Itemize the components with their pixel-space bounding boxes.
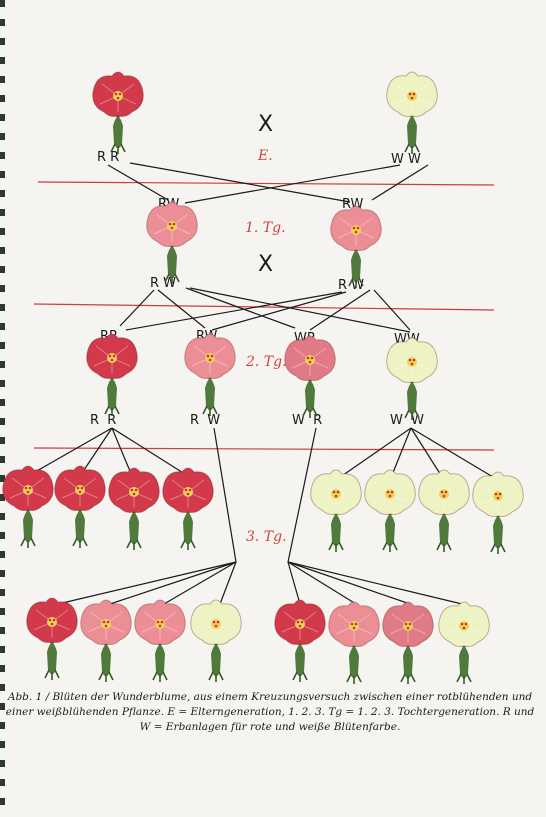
generation-separators (33, 181, 495, 451)
f1-right-alleles: R W (338, 278, 364, 293)
figure-caption: Abb. 1 / Blüten der Wunderblume, aus ein… (0, 690, 540, 735)
generation-label-first: 1. Tg. (245, 220, 286, 236)
caption-line-1: Abb. 1 / Blüten der Wunderblume, aus ein… (7, 691, 533, 703)
flower-f3-rw-red (25, 596, 79, 682)
flower-f3-wr-red (273, 598, 327, 684)
flower-f3-rw-pink-2 (133, 598, 187, 684)
flower-f3-red-2 (53, 464, 107, 550)
cross-symbol-parents: X (258, 112, 273, 137)
f2-alleles-ww: W W (390, 413, 424, 428)
flower-f3-white-2 (363, 468, 417, 554)
flower-f3-rw-white (189, 598, 243, 684)
flower-parent-white (385, 70, 439, 156)
flower-f3-white-4 (471, 470, 525, 556)
flower-f3-wr-pink-1 (327, 600, 381, 686)
generation-label-third: 3. Tg. (246, 529, 287, 545)
f1-left-alleles: R W (150, 276, 176, 291)
connection-lines (27, 162, 499, 605)
flower-f3-red-1 (1, 464, 55, 550)
flower-f2-red (85, 332, 139, 418)
parent-right-alleles: W W (391, 152, 421, 167)
spiral-binding (0, 0, 5, 817)
flower-f3-white-3 (417, 468, 471, 554)
separator-3 (33, 447, 495, 451)
flower-f3-red-3 (107, 466, 161, 552)
flower-f1-left-pink (145, 200, 199, 286)
flower-f2-pink-2 (283, 334, 337, 420)
flower-f1-right-pink (329, 204, 383, 290)
generation-label-parents: E. (257, 148, 273, 164)
caption-line-3: W = Erbanlagen für rote und weiße Blüten… (139, 721, 401, 733)
flower-f3-wr-white (437, 600, 491, 686)
separator-1 (37, 181, 495, 186)
flower-f3-red-4 (161, 466, 215, 552)
flower-f2-white (385, 336, 439, 422)
inheritance-diagram: X X E. 1. Tg. 2. Tg. 3. Tg. R R W W RW R… (1, 70, 525, 686)
f2-alleles-wr: W R (292, 413, 322, 428)
f2-alleles-rr: R R (90, 413, 116, 428)
flower-f3-rw-pink-1 (79, 598, 133, 684)
separator-2 (33, 303, 495, 311)
flower-f3-white-1 (309, 468, 363, 554)
caption-line-2: einer weißblühenden Pflanze. E = Elterng… (5, 706, 535, 718)
cross-symbol-f1: X (258, 252, 273, 277)
flower-f3-wr-pink-2 (381, 600, 435, 686)
generation-label-second: 2. Tg. (245, 354, 287, 370)
flower-parent-red (91, 70, 145, 156)
flower-f2-pink-1 (183, 332, 237, 418)
parent-left-alleles: R R (97, 150, 119, 165)
f2-alleles-rw: R W (190, 413, 220, 428)
